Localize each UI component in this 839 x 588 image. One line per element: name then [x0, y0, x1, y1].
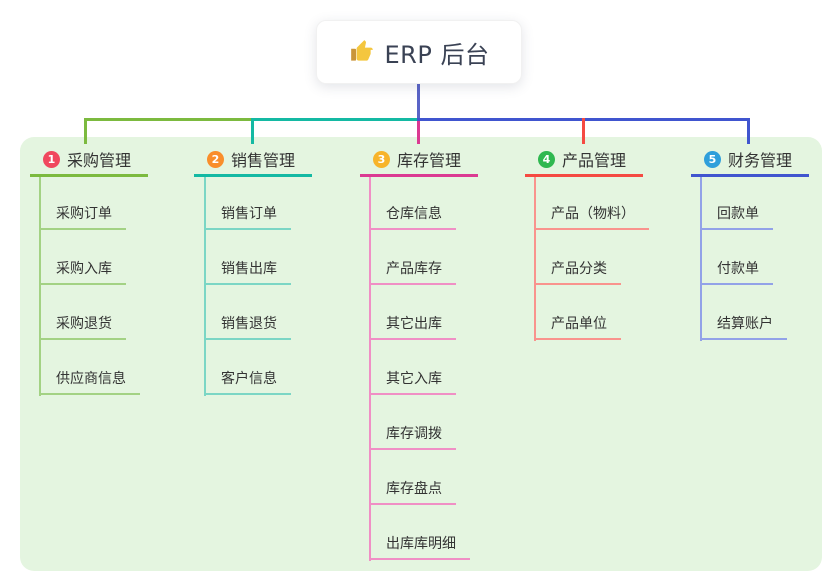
child-node[interactable]: 库存盘点: [369, 471, 456, 505]
child-label: 产品库存: [386, 261, 442, 277]
child-label: 结算账户: [717, 316, 773, 332]
connector-drop-purchase: [84, 118, 87, 144]
branch-label: 产品管理: [562, 151, 627, 170]
child-label: 采购退货: [56, 316, 112, 332]
branch-label: 财务管理: [728, 151, 793, 170]
child-node[interactable]: 客户信息: [204, 361, 291, 395]
branch-label: 库存管理: [397, 151, 462, 170]
branch-children-line-inventory: [369, 177, 371, 561]
child-label: 客户信息: [221, 371, 277, 387]
child-node[interactable]: 仓库信息: [369, 196, 456, 230]
child-label: 采购入库: [56, 261, 112, 277]
branch-label: 采购管理: [67, 151, 132, 170]
root-node[interactable]: ERP 后台: [316, 20, 522, 84]
child-label: 供应商信息: [56, 371, 126, 387]
branch-children-line-purchase: [39, 177, 41, 396]
child-label: 库存调拨: [386, 426, 442, 442]
child-label: 采购订单: [56, 206, 112, 222]
connector-root-trunk: [417, 84, 420, 120]
child-node[interactable]: 出库库明细: [369, 526, 470, 560]
child-node[interactable]: 回款单: [700, 196, 773, 230]
child-node[interactable]: 供应商信息: [39, 361, 140, 395]
branch-label: 销售管理: [231, 151, 296, 170]
root-label: ERP 后台: [384, 40, 490, 69]
child-node[interactable]: 销售出库: [204, 251, 291, 285]
branch-number-badge: 3: [373, 150, 390, 168]
child-node[interactable]: 其它出库: [369, 306, 456, 340]
child-node[interactable]: 结算账户: [700, 306, 787, 340]
child-label: 销售订单: [221, 206, 277, 222]
child-node[interactable]: 采购订单: [39, 196, 126, 230]
child-node[interactable]: 采购退货: [39, 306, 126, 340]
child-node[interactable]: 采购入库: [39, 251, 126, 285]
branch-children-line-finance: [700, 177, 702, 341]
branch-header-inventory[interactable]: 3 库存管理: [360, 144, 479, 177]
branch-header-product[interactable]: 4 产品管理: [525, 144, 644, 177]
child-label: 其它出库: [386, 316, 442, 332]
child-label: 销售退货: [221, 316, 277, 332]
child-label: 其它入库: [386, 371, 442, 387]
child-label: 回款单: [717, 206, 759, 222]
branch-header-purchase[interactable]: 1 采购管理: [30, 144, 149, 177]
child-label: 产品分类: [551, 261, 607, 277]
thumbs-up-icon: [350, 40, 373, 61]
child-node[interactable]: 其它入库: [369, 361, 456, 395]
connector-drop-sales: [251, 118, 254, 144]
child-node[interactable]: 销售退货: [204, 306, 291, 340]
child-label: 库存盘点: [386, 481, 442, 497]
branch-number-badge: 1: [43, 150, 60, 168]
branch-number-badge: 5: [704, 150, 721, 168]
child-node[interactable]: 库存调拨: [369, 416, 456, 450]
connector-drop-product: [582, 118, 585, 144]
child-label: 产品单位: [551, 316, 607, 332]
child-node[interactable]: 产品（物料）: [534, 196, 649, 230]
branch-number-badge: 4: [538, 150, 555, 168]
branch-children-line-sales: [204, 177, 206, 396]
connector-bus-sales: [252, 118, 419, 121]
child-node[interactable]: 产品分类: [534, 251, 621, 285]
child-label: 产品（物料）: [551, 206, 635, 222]
child-node[interactable]: 产品单位: [534, 306, 621, 340]
child-node[interactable]: 销售订单: [204, 196, 291, 230]
child-node[interactable]: 付款单: [700, 251, 773, 285]
branch-number-badge: 2: [207, 150, 224, 168]
child-label: 仓库信息: [386, 206, 442, 222]
child-node[interactable]: 产品库存: [369, 251, 456, 285]
branch-children-line-product: [534, 177, 536, 341]
child-label: 出库库明细: [386, 536, 456, 552]
branch-header-finance[interactable]: 5 财务管理: [691, 144, 810, 177]
connector-bus-purchase: [84, 118, 254, 121]
child-label: 付款单: [717, 261, 759, 277]
branches-panel: [20, 137, 822, 571]
child-label: 销售出库: [221, 261, 277, 277]
connector-drop-inventory: [417, 121, 420, 144]
connector-drop-finance: [747, 118, 750, 144]
branch-header-sales[interactable]: 2 销售管理: [194, 144, 313, 177]
